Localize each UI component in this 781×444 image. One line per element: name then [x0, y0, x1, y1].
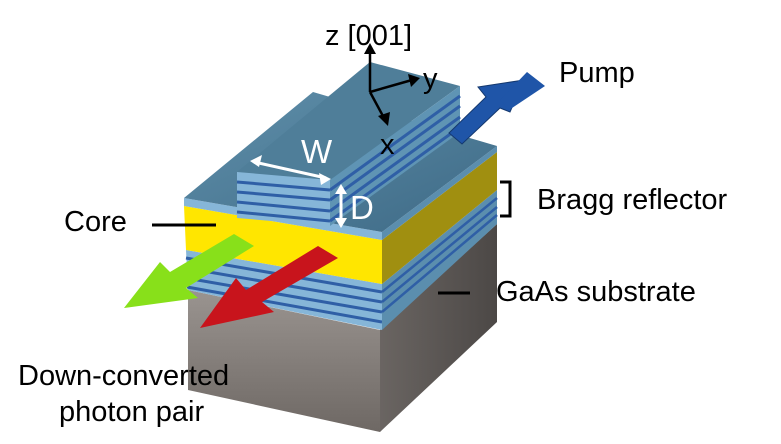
ridge-waveguide: [236, 62, 461, 226]
red-photon-arrow: [200, 246, 338, 328]
axis-y-label: y: [423, 63, 438, 95]
coordinate-axes: [364, 43, 420, 126]
axis-z-label: z [001]: [325, 20, 412, 52]
depth-label: D: [350, 189, 374, 226]
width-label: W: [301, 133, 333, 170]
bragg-reflector-label: Bragg reflector: [537, 184, 728, 216]
pump-arrow: [448, 72, 545, 145]
green-photon-arrow: [124, 234, 254, 308]
gaas-substrate: [188, 224, 497, 432]
pump-label: Pump: [559, 57, 635, 89]
depth-dimension-arrow: [335, 184, 347, 228]
substrate-label: GaAs substrate: [496, 276, 696, 308]
core-layer: [184, 152, 497, 284]
output-label-line1: Down-converted: [18, 360, 229, 392]
width-dimension-arrow: [250, 155, 331, 185]
core-label: Core: [64, 206, 127, 238]
axis-x-label: x: [380, 129, 395, 161]
bragg-bracket: [500, 180, 512, 218]
output-label-line2: photon pair: [59, 396, 204, 428]
